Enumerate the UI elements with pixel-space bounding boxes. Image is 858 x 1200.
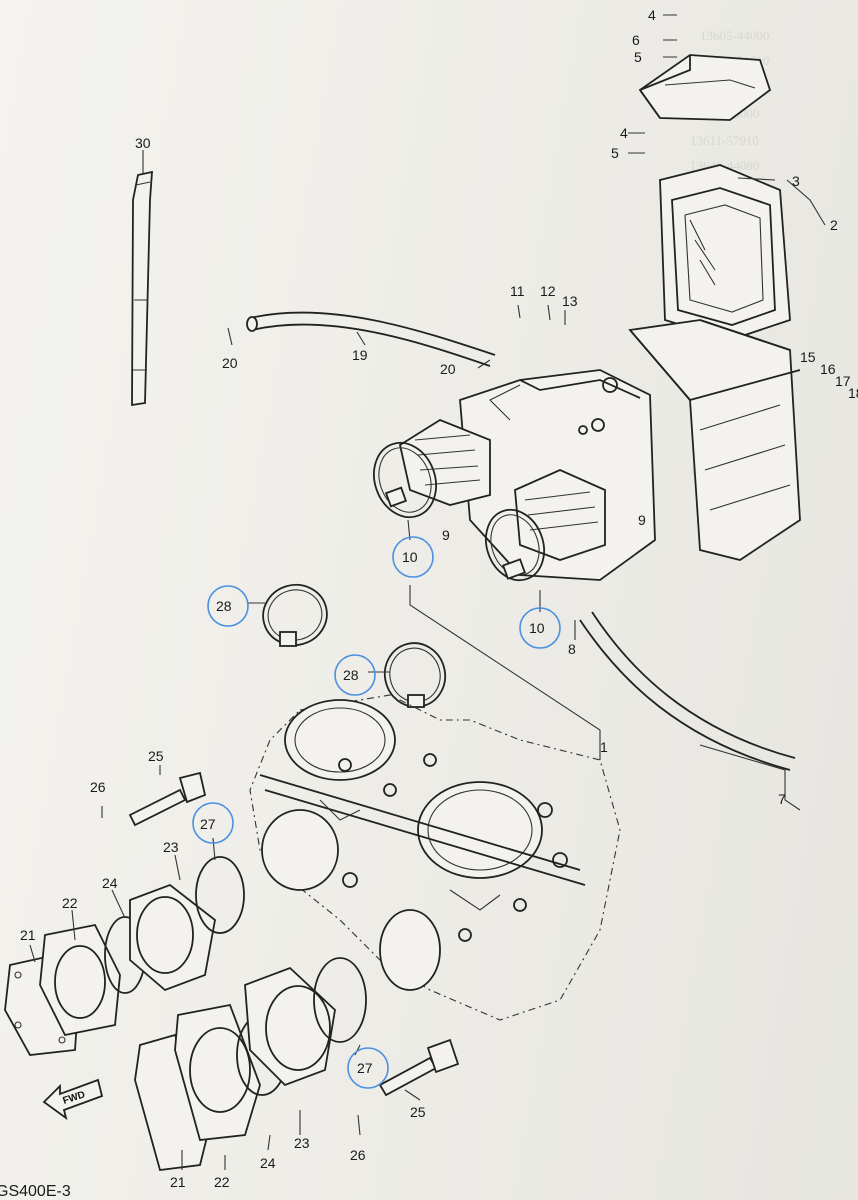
- part-label-21a: 21: [20, 927, 36, 943]
- part-label-13: 13: [562, 293, 578, 309]
- part-label-6: 6: [632, 32, 640, 48]
- part-label-2: 2: [830, 217, 838, 233]
- part-label-23a: 23: [163, 839, 179, 855]
- part-label-30: 30: [135, 135, 151, 151]
- carb-clamp-left: [262, 583, 328, 647]
- part-label-1: 1: [600, 739, 608, 755]
- part-label-27b: 27: [357, 1060, 373, 1076]
- intake-pipe-group-lower: [134, 957, 367, 1171]
- highlight-27-upper: [192, 802, 234, 844]
- part-label-25a: 25: [148, 748, 164, 764]
- air-cleaner-cover: [638, 54, 772, 121]
- part-label-3: 3: [792, 173, 800, 189]
- carburetor-assembly: [249, 694, 621, 1021]
- part-label-9a: 9: [442, 527, 450, 543]
- fwd-arrow: FWD: [42, 1078, 104, 1121]
- part-label-24b: 24: [260, 1155, 276, 1171]
- part-label-22b: 22: [214, 1174, 230, 1190]
- carb-clamp-right: [383, 642, 447, 708]
- breather-hose: [579, 611, 796, 771]
- intake-hose-lower: [514, 469, 606, 561]
- part-label-10b: 10: [529, 620, 545, 636]
- bolt-lower: [378, 1038, 460, 1097]
- part-label-9b: 9: [638, 512, 646, 528]
- air-cleaner-case: [628, 319, 801, 561]
- part-labels: 4654532130111213151617182019209910108282…: [20, 7, 858, 1190]
- part-label-20a: 20: [222, 355, 238, 371]
- part-label-28a: 28: [216, 598, 232, 614]
- part-label-18: 18: [848, 385, 858, 401]
- part-label-10a: 10: [402, 549, 418, 565]
- part-label-24a: 24: [102, 875, 118, 891]
- part-label-21b: 21: [170, 1174, 186, 1190]
- hose-clamp-upper: [373, 441, 437, 519]
- part-label-26b: 26: [350, 1147, 366, 1163]
- vent-hose: [246, 311, 496, 367]
- leader-lines: [29, 14, 826, 1170]
- part-label-22a: 22: [62, 895, 78, 911]
- part-label-7: 7: [778, 791, 786, 807]
- part-label-23b: 23: [294, 1135, 310, 1151]
- bolt-upper: [128, 771, 207, 827]
- highlight-28-right: [334, 654, 376, 696]
- part-label-16: 16: [820, 361, 836, 377]
- strap-band: [131, 170, 153, 407]
- part-label-11: 11: [510, 283, 525, 299]
- intake-hose-upper: [398, 418, 491, 506]
- part-label-4b: 4: [620, 125, 628, 141]
- highlight-10-upper: [392, 536, 434, 578]
- svg-text:13605-44000: 13605-44000: [700, 28, 769, 43]
- part-label-4: 4: [648, 7, 656, 23]
- part-label-27a: 27: [200, 816, 216, 832]
- highlight-27-lower: [347, 1047, 389, 1089]
- part-label-19: 19: [352, 347, 368, 363]
- highlight-10-lower: [519, 607, 561, 649]
- part-label-5b: 5: [611, 145, 619, 161]
- part-label-12: 12: [540, 283, 556, 299]
- part-label-15: 15: [800, 349, 816, 365]
- part-label-25b: 25: [410, 1104, 426, 1120]
- part-label-28b: 28: [343, 667, 359, 683]
- part-label-8: 8: [568, 641, 576, 657]
- highlight-28-left: [207, 585, 249, 627]
- air-filter-element: [659, 164, 791, 341]
- page-code: GS400E-3: [0, 1183, 71, 1200]
- part-label-5: 5: [634, 49, 642, 65]
- svg-text:13611-57910: 13611-57910: [690, 133, 759, 148]
- part-label-17: 17: [835, 373, 851, 389]
- part-label-26a: 26: [90, 779, 106, 795]
- hose-clamp-lower: [485, 508, 545, 582]
- part-label-20b: 20: [440, 361, 456, 377]
